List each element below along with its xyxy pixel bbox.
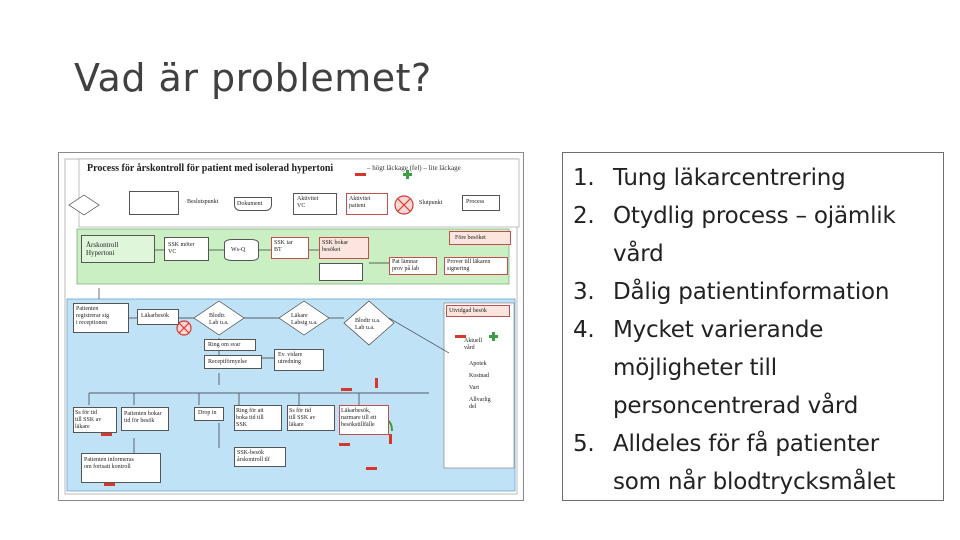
slide-title: Vad är problemet? <box>74 56 432 100</box>
flowchart-label-fore: Före besöket <box>455 235 486 241</box>
flowchart-label-start: Årskontroll Hypertoni <box>86 241 119 257</box>
flowchart-label-lakarbesok2: Läkarbesök, narmare till ett besökstillf… <box>341 408 377 428</box>
flowchart-label-patient-reg: Patienten registrerar sig i receptionen <box>76 306 110 326</box>
flowchart-label-prov-lakare: Prover till läkaren signering <box>447 259 491 272</box>
flowchart-label-ssk-bokar: SSK bokar besöket <box>322 240 349 253</box>
document-shape <box>234 197 272 211</box>
flowchart-label-allvarlig: Allvarlig del <box>469 397 491 410</box>
flowchart-label-ssk-tid: Ss för tid till SSK av läkare <box>289 408 316 428</box>
list-item-number: 2. <box>573 203 595 229</box>
prov-lakare-node <box>444 257 508 275</box>
ssk-bokar-node <box>319 237 369 259</box>
flowchart-label-activity: Aktivitet VC <box>297 196 319 209</box>
list-item: 4. Mycket varierande möjligheter till pe… <box>573 311 937 425</box>
list-item-text: Otydlig process – ojämlik vård <box>613 203 896 267</box>
flowchart-label-recept: Receptförnyelse <box>208 359 247 365</box>
drop-in-node <box>194 407 224 421</box>
list-item-text: Tung läkarcentrering <box>613 165 846 191</box>
flowchart-label-patient-bokar: Patienten bokar tid för besök <box>124 411 162 424</box>
extra-node <box>274 349 324 371</box>
flowchart-label-ring-bokar: Ring för att boka tid till SSK <box>236 408 264 428</box>
flowchart-label-ssk-besok: SSK-besök årskontroll tlf <box>237 450 270 463</box>
process-box-booking <box>129 191 179 215</box>
flowchart-label-extra: Ev. vidare utredning <box>278 352 303 365</box>
ssk-tid-node <box>287 405 335 431</box>
flowchart-label-kostnad: Kostnad <box>469 373 489 379</box>
flowchart-label-labsvar: Läkare Labsig u.a. <box>291 313 318 326</box>
ssk-meeting-node <box>164 237 209 261</box>
list-item: 2. Otydlig process – ojämlik vård <box>573 197 937 273</box>
list-item-number: 5. <box>573 431 595 457</box>
list-item: 3. Dålig patientinformation <box>573 273 937 311</box>
problem-list: 1. Tung läkarcentrering 2. Otydlig proce… <box>573 159 937 501</box>
ss-bokar-node <box>73 407 117 433</box>
list-item-number: 3. <box>573 279 595 305</box>
flowchart-label-database: Ws-Q <box>231 247 246 253</box>
list-item-number: 4. <box>573 317 595 343</box>
ssk-besok-node <box>234 447 286 467</box>
flowchart-label-vart: Vart <box>469 385 479 391</box>
flowchart-label-activity-patient: Aktivitet patient <box>349 196 371 209</box>
ring-bokar-node <box>234 405 282 431</box>
flowchart-label-drop-in: Drop in <box>198 410 217 416</box>
recept-node <box>204 355 262 369</box>
lakarbesok2-node <box>339 405 389 435</box>
flowchart-title: Process för årskontroll för patient med … <box>87 163 334 174</box>
fore-besok-banner <box>449 231 511 245</box>
flowchart-legend: – högt läckage (fel) – lite läckage <box>367 164 461 172</box>
list-item-text: Alldeles för få patienter som når blodtr… <box>613 431 896 495</box>
patient-reg-node <box>73 303 129 333</box>
utvidgad-banner <box>446 305 510 317</box>
flowchart-label-aktuell: Aktuell vård <box>464 338 482 351</box>
flowchart-label-bp-ua: Blodtr u.a. Lab u.a. <box>355 318 381 331</box>
list-item-text: Dålig patientinformation <box>613 279 890 305</box>
database-node <box>224 239 259 261</box>
flowchart-label-decision: Beslutspunkt <box>187 199 219 205</box>
activity-patient-shape <box>346 193 388 215</box>
flowchart-label-ss-bokar: Ss för tid till SSK av läkare <box>75 410 102 430</box>
flowchart-label-ring: Ring om svar <box>208 342 241 348</box>
activity-vc-shape <box>293 193 337 215</box>
flowchart-label-lakarbesok: Läkarbesök <box>141 313 169 319</box>
problem-list-box: 1. Tung läkarcentrering 2. Otydlig proce… <box>562 152 944 501</box>
patient-bokar-node <box>121 407 169 431</box>
ssk-tar-node <box>271 237 309 259</box>
patient-info-node <box>81 453 161 483</box>
list-item: 1. Tung läkarcentrering <box>573 159 937 197</box>
ssk-activity-node <box>319 263 363 281</box>
flowchart-label-endpoint: Slutpunkt <box>419 200 443 206</box>
flowchart-label-utvidgad: Utvidgad besök <box>449 308 487 314</box>
flowchart-label-process: Process <box>466 199 485 205</box>
flowchart-label-bp-lab: Blodtr. Lab u.a. <box>209 313 229 326</box>
flowchart-label-pat-lab: Pat lämnar prov på lab <box>392 259 419 272</box>
list-item-number: 1. <box>573 165 595 191</box>
ring-node <box>204 339 256 351</box>
lakarbesok-node <box>137 309 179 325</box>
process-shape <box>462 195 500 211</box>
flowchart-label-ssk-tar: SSK tar BT <box>274 240 293 253</box>
flowchart-label-ssk-meeting: SSK möter VC <box>168 242 195 255</box>
pat-lab-node <box>389 257 437 275</box>
list-item-text: Mycket varierande möjligheter till perso… <box>613 317 859 419</box>
flowchart-label-apotek: Apotek <box>469 361 487 367</box>
flowchart-label-document: Dokument <box>237 201 263 207</box>
process-flowchart-image: Process för årskontroll för patient med … <box>58 152 524 501</box>
start-node <box>81 235 155 263</box>
flowchart-label-patient-info: Patienten informeras om fortsatt kontrol… <box>84 457 134 470</box>
list-item: 5. Alldeles för få patienter som når blo… <box>573 425 937 501</box>
